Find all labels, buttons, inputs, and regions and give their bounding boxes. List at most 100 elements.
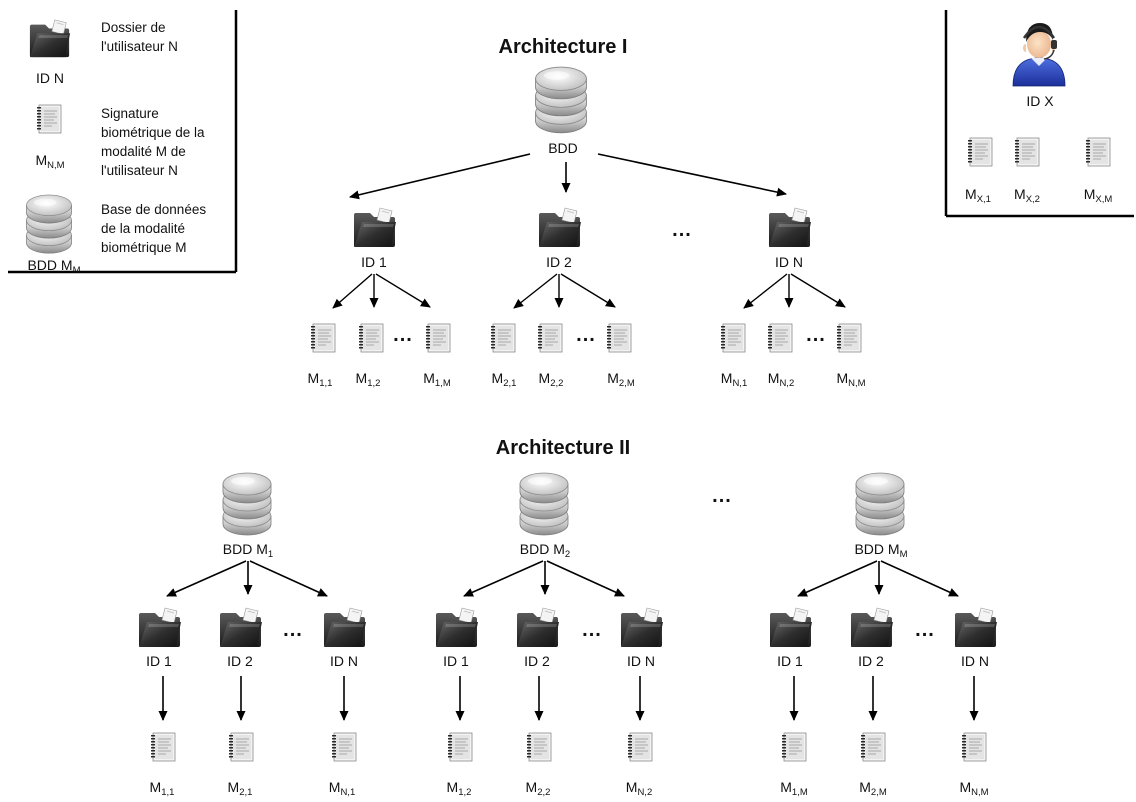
arch2-database-2: BDD M2 ... ID 1 ID 2 ID N M1,2 M2,2 MN,2 [435, 472, 664, 798]
signature-label: MN,1 [721, 370, 747, 389]
signature-icon [358, 323, 384, 353]
arch2-user-label: ID 2 [858, 653, 884, 669]
arrow-db-to-user [249, 560, 328, 597]
arch2-db-ellipsis: ... [582, 619, 602, 641]
signature-icon [606, 323, 632, 353]
signature-icon [767, 323, 793, 353]
signature-label: MN,2 [768, 370, 794, 389]
arch2-user-label: ID 1 [443, 653, 469, 669]
query-signature-label-1: MX,1 [965, 186, 991, 205]
architecture-2: Architecture II ... BDD M1 ... ID 1 ID 2… [138, 437, 998, 798]
folder-icon [138, 607, 182, 648]
arch2-user-label: ID 1 [146, 653, 172, 669]
arch2-user-label: ID 2 [524, 653, 550, 669]
legend-folder-desc-1: Dossier de [101, 20, 166, 35]
arrow-db-to-user [797, 560, 878, 597]
signature-icon [310, 323, 336, 353]
signature-label: MN,1 [329, 779, 355, 798]
legend-folder-label: ID N [36, 70, 64, 86]
signature-label: M2,1 [492, 370, 517, 389]
signature-icon [836, 323, 862, 353]
signature-icon [1085, 137, 1111, 167]
arch2-user-label: ID N [961, 653, 989, 669]
arch1-user-label: ID 2 [546, 254, 572, 270]
arrow-user-to-signature [332, 273, 373, 309]
signature-label: M1,2 [356, 370, 381, 389]
arch1-user-label: ID N [775, 254, 803, 270]
legend-db-label: BDD MM [27, 257, 80, 276]
arch2-db-label: BDD M2 [520, 541, 570, 560]
arch2-database-1: BDD M1 ... ID 1 ID 2 ID N M1,1 M2,1 MN,1 [138, 472, 367, 798]
signature-icon [526, 732, 552, 762]
signature-icon [860, 732, 886, 762]
folder-icon [850, 607, 894, 648]
query-user-panel: ID X MX,1 MX,2 MX,M [944, 10, 1134, 218]
arrow-user-to-signature [513, 273, 558, 309]
legend-folder-desc-2: l'utilisateur N [101, 39, 178, 54]
signature-icon [150, 732, 176, 762]
arch1-user-n: ID N ... MN,1 MN,2 MN,M [720, 207, 866, 389]
signature-icon [228, 732, 254, 762]
signature-label: M1,1 [150, 779, 175, 798]
query-signature-label-3: MX,M [1084, 186, 1113, 205]
query-signature-label-2: MX,2 [1014, 186, 1040, 205]
signature-label: M1,2 [447, 779, 472, 798]
folder-icon [516, 607, 560, 648]
signature-label: M1,M [423, 370, 451, 389]
folder-icon [323, 607, 367, 648]
arrow-db-to-idn [597, 153, 787, 197]
folder-icon [29, 19, 71, 58]
folder-icon [435, 607, 479, 648]
architecture-1-title: Architecture I [499, 36, 628, 58]
arch1-user-ellipsis: ... [806, 324, 826, 346]
database-icon [25, 194, 73, 254]
signature-label: MN,M [959, 779, 988, 798]
folder-icon [219, 607, 263, 648]
legend-db-desc-2: de la modalité [101, 221, 185, 236]
arch2-db-label: BDD M1 [223, 541, 273, 560]
arch1-user-label: ID 1 [361, 254, 387, 270]
folder-icon [769, 607, 813, 648]
signature-label: M2,2 [526, 779, 551, 798]
arrow-db-to-user [546, 560, 625, 597]
signature-label: M1,1 [308, 370, 333, 389]
user-avatar-icon [1012, 23, 1066, 87]
arch2-db-ellipsis: ... [915, 619, 935, 641]
arch1-user-2: ID 2 ... M2,1 M2,2 M2,M [490, 207, 635, 389]
legend-signature-desc-4: l'utilisateur N [101, 163, 178, 178]
legend-panel: ID N Dossier de l'utilisateur N MN,M Sig… [8, 10, 238, 276]
arrow-user-to-signature [375, 273, 431, 308]
arrow-db-to-user [463, 560, 544, 597]
arch1-user-ellipsis: ... [576, 324, 596, 346]
signature-label: M2,1 [228, 779, 253, 798]
signature-icon [720, 323, 746, 353]
arrow-db-to-id1 [349, 153, 531, 200]
signature-icon [331, 732, 357, 762]
arch2-user-label: ID 2 [227, 653, 253, 669]
legend-signature-label: MN,M [35, 152, 64, 171]
signature-icon [781, 732, 807, 762]
legend-db-desc-1: Base de données [101, 202, 206, 217]
legend-signature-desc-2: biométrique de la [101, 125, 205, 140]
signature-label: M2,M [607, 370, 635, 389]
database-icon [519, 472, 569, 536]
signature-label: M2,2 [539, 370, 564, 389]
arch2-db-ellipsis: ... [283, 619, 303, 641]
signature-icon [490, 323, 516, 353]
architecture-1-db-label: BDD [548, 140, 578, 156]
architecture-1-ellipsis: ... [672, 219, 692, 241]
architecture-2-ellipsis: ... [712, 485, 732, 507]
arch1-user-ellipsis: ... [393, 324, 413, 346]
legend-signature-desc-1: Signature [101, 106, 159, 121]
database-icon [534, 66, 588, 134]
signature-icon [425, 323, 451, 353]
signature-icon [627, 732, 653, 762]
signature-icon [1014, 137, 1040, 167]
arch2-db-label: BDD MM [854, 541, 907, 560]
signature-icon [961, 732, 987, 762]
architecture-1: Architecture I BDD ... ID 1 ... M1,1 M1,… [308, 36, 866, 389]
arch2-user-label: ID 1 [777, 653, 803, 669]
signature-icon [537, 323, 563, 353]
arch1-user-1: ID 1 ... M1,1 M1,2 M1,M [308, 207, 451, 389]
